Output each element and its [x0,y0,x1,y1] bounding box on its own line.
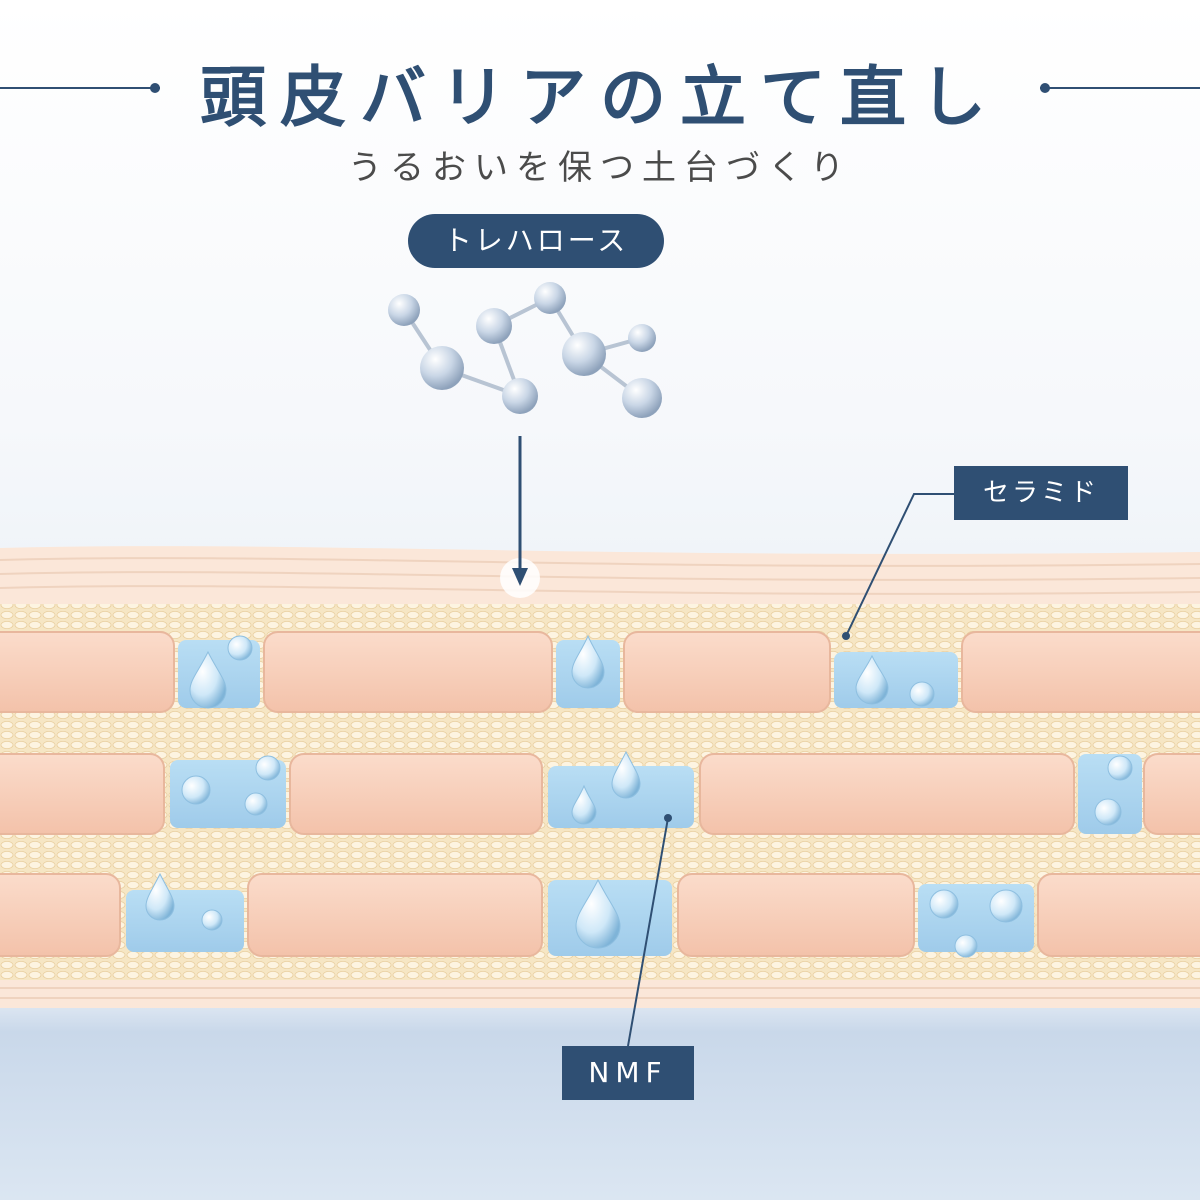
title-rule-right [1040,87,1200,89]
title-rule-left [0,87,160,89]
water-bubble-icon [1107,755,1133,781]
corneocyte [263,631,553,713]
water-bubble-icon [181,775,211,805]
stratum-surface [0,546,1200,606]
corneocyte [0,873,121,957]
water-bubble-icon [989,889,1023,923]
water-bubble-icon [954,934,978,958]
page-title: 頭皮バリアの立て直し [200,58,1000,136]
corneocyte [699,753,1075,835]
cell-row-2 [0,753,1200,835]
water-drop-icon [145,872,175,921]
corneocyte [0,753,165,835]
corneocyte [623,631,831,713]
water-drop-icon [575,878,621,949]
water-bubble-icon [1094,798,1122,826]
corneocyte [247,873,543,957]
water-droplets [145,634,1133,958]
cell-row-3 [0,873,1200,957]
nmf-label: NMF [562,1046,694,1100]
nmf-leader-line [627,814,672,1047]
down-arrow-icon [512,436,528,586]
page-subtitle: うるおいを保つ土台づくり [348,148,852,188]
ceramide-leader-line [842,493,954,640]
ceramide-label: セラミド [954,466,1128,520]
water-drop-icon [571,634,605,689]
corneocyte [289,753,543,835]
corneocyte [0,631,175,713]
water-bubble-icon [227,635,253,661]
corneocyte [1037,873,1200,957]
water-bubble-icon [255,755,281,781]
water-bubble-icon [909,681,935,707]
title-area: 頭皮バリアの立て直し [0,30,1200,140]
water-bubble-icon [244,792,268,816]
stratum-bottom [0,980,1200,1008]
corneocyte [677,873,915,957]
water-drop-icon [571,784,597,825]
water-bubble-icon [929,889,959,919]
trehalose-label: トレハロース [408,214,664,268]
water-drop-icon [189,650,227,709]
water-drop-icon [855,654,889,705]
corneocyte [961,631,1200,713]
nmf-pocket [126,890,244,952]
trehalose-molecule-icon [388,282,662,418]
title-rule-dot-left [150,83,160,93]
water-bubble-icon [201,909,223,931]
corneocyte [1143,753,1200,835]
nmf-pocket [834,652,958,708]
water-drop-icon [611,750,641,799]
